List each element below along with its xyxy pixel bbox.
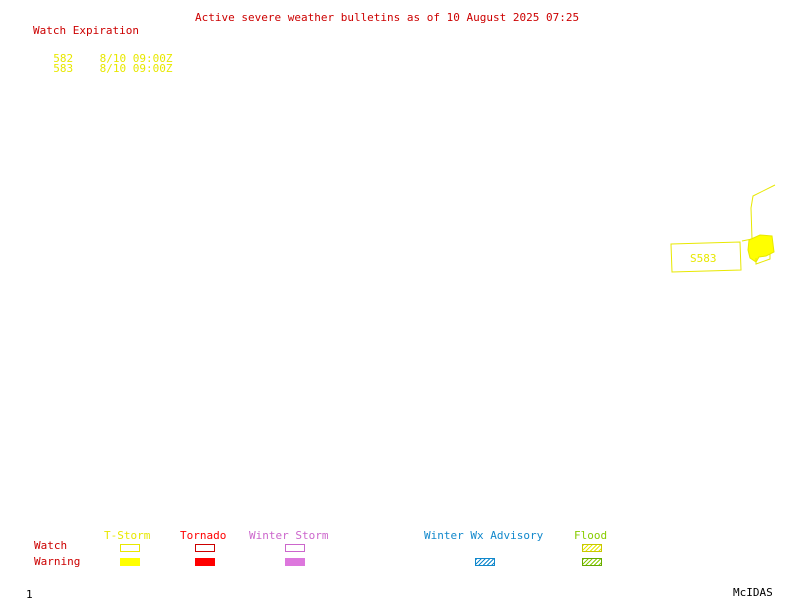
watch-expiration-header: Watch Expiration (33, 24, 139, 37)
bulletin-title: Active severe weather bulletins as of 10… (195, 11, 580, 24)
legend-label-flood: Flood (574, 529, 608, 542)
watch-row: 583 8/10 09:00Z (40, 51, 172, 75)
watch-row: 582 8/10 09:00Z (40, 41, 172, 65)
swatch-tornado-watch (195, 544, 215, 552)
legend-label-tstorm: T-Storm (104, 529, 151, 542)
tstorm-warning-polygon (747, 234, 775, 263)
watch-id: 583 (53, 62, 74, 75)
watch-outline (741, 184, 776, 242)
legend-row-watch: Watch (34, 539, 68, 552)
watch-expiry: 8/10 09:00Z (99, 52, 173, 65)
mcidas-brand: McIDAS (733, 586, 773, 599)
swatch-winter-storm-warning (285, 558, 305, 566)
swatch-tstorm-warning (120, 558, 140, 566)
watch-expiry: 8/10 09:00Z (99, 62, 173, 75)
swatch-winter-storm-watch (285, 544, 305, 552)
legend-label-winter-wx-advisory: Winter Wx Advisory (424, 529, 544, 542)
legend-label-tornado: Tornado (180, 529, 227, 542)
swatch-winter-wx-advisory (475, 558, 495, 566)
warning-tail (755, 254, 771, 265)
watch-id: 582 (53, 52, 74, 65)
watch-map-label: S583 (690, 252, 717, 265)
legend-row-warning: Warning (34, 555, 81, 568)
watch-label-box (670, 241, 742, 273)
swatch-flood-watch (582, 544, 602, 552)
frame-number: 1 (26, 588, 33, 601)
swatch-tornado-warning (195, 558, 215, 566)
swatch-flood-warning (582, 558, 602, 566)
swatch-tstorm-watch (120, 544, 140, 552)
legend-label-winter-storm: Winter Storm (249, 529, 329, 542)
